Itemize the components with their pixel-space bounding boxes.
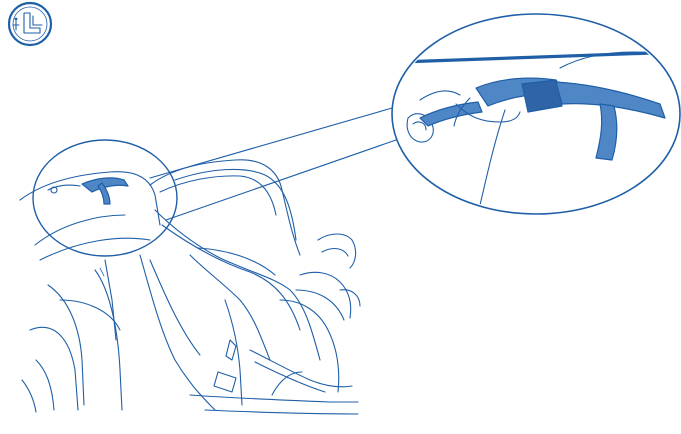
child-seat bbox=[150, 160, 360, 414]
vehicle-seat bbox=[20, 172, 215, 412]
magnified-tether-detail bbox=[392, 14, 680, 214]
child-seat-tether-icon bbox=[9, 3, 51, 45]
tether-strap-small bbox=[48, 178, 128, 204]
